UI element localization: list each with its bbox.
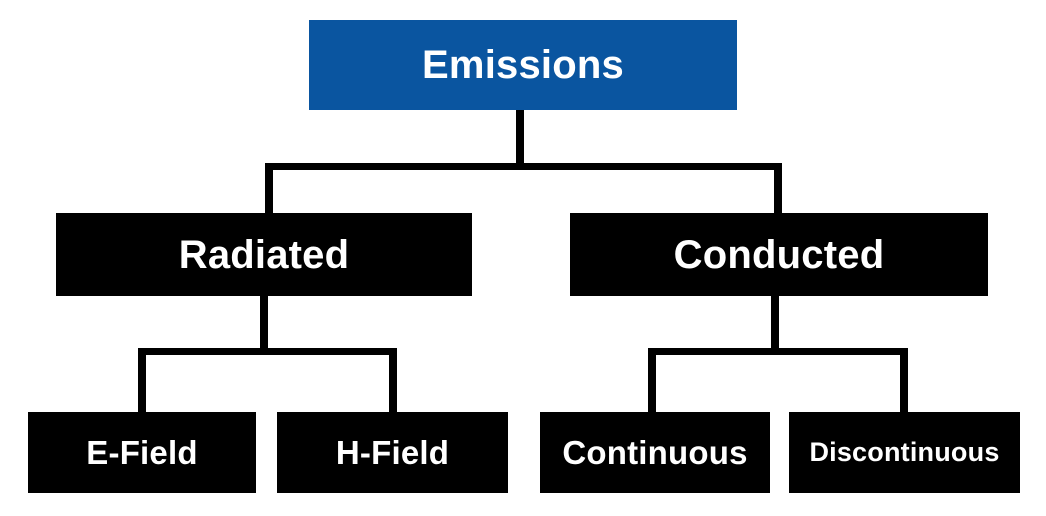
node-continuous[interactable]: Continuous <box>540 412 770 493</box>
node-discontinuous[interactable]: Discontinuous <box>789 412 1020 493</box>
connector-emissions-to-conducted <box>774 163 782 213</box>
connector-radiated-to-h-field <box>389 348 397 412</box>
connector-conducted-stem <box>771 296 779 355</box>
connector-radiated-horizontal-bar <box>138 348 397 355</box>
connector-level1-horizontal-bar <box>265 163 782 170</box>
connector-conducted-horizontal-bar <box>648 348 908 355</box>
connector-conducted-to-discontinuous <box>900 348 908 412</box>
node-emissions[interactable]: Emissions <box>309 20 737 110</box>
connector-radiated-stem <box>260 296 268 355</box>
connector-emissions-to-radiated <box>265 163 273 213</box>
connector-conducted-to-continuous <box>648 348 656 412</box>
connector-emissions-stem <box>516 110 524 170</box>
node-conducted[interactable]: Conducted <box>570 213 988 296</box>
node-radiated[interactable]: Radiated <box>56 213 472 296</box>
connector-radiated-to-e-field <box>138 348 146 412</box>
node-e-field[interactable]: E-Field <box>28 412 256 493</box>
node-h-field[interactable]: H-Field <box>277 412 508 493</box>
